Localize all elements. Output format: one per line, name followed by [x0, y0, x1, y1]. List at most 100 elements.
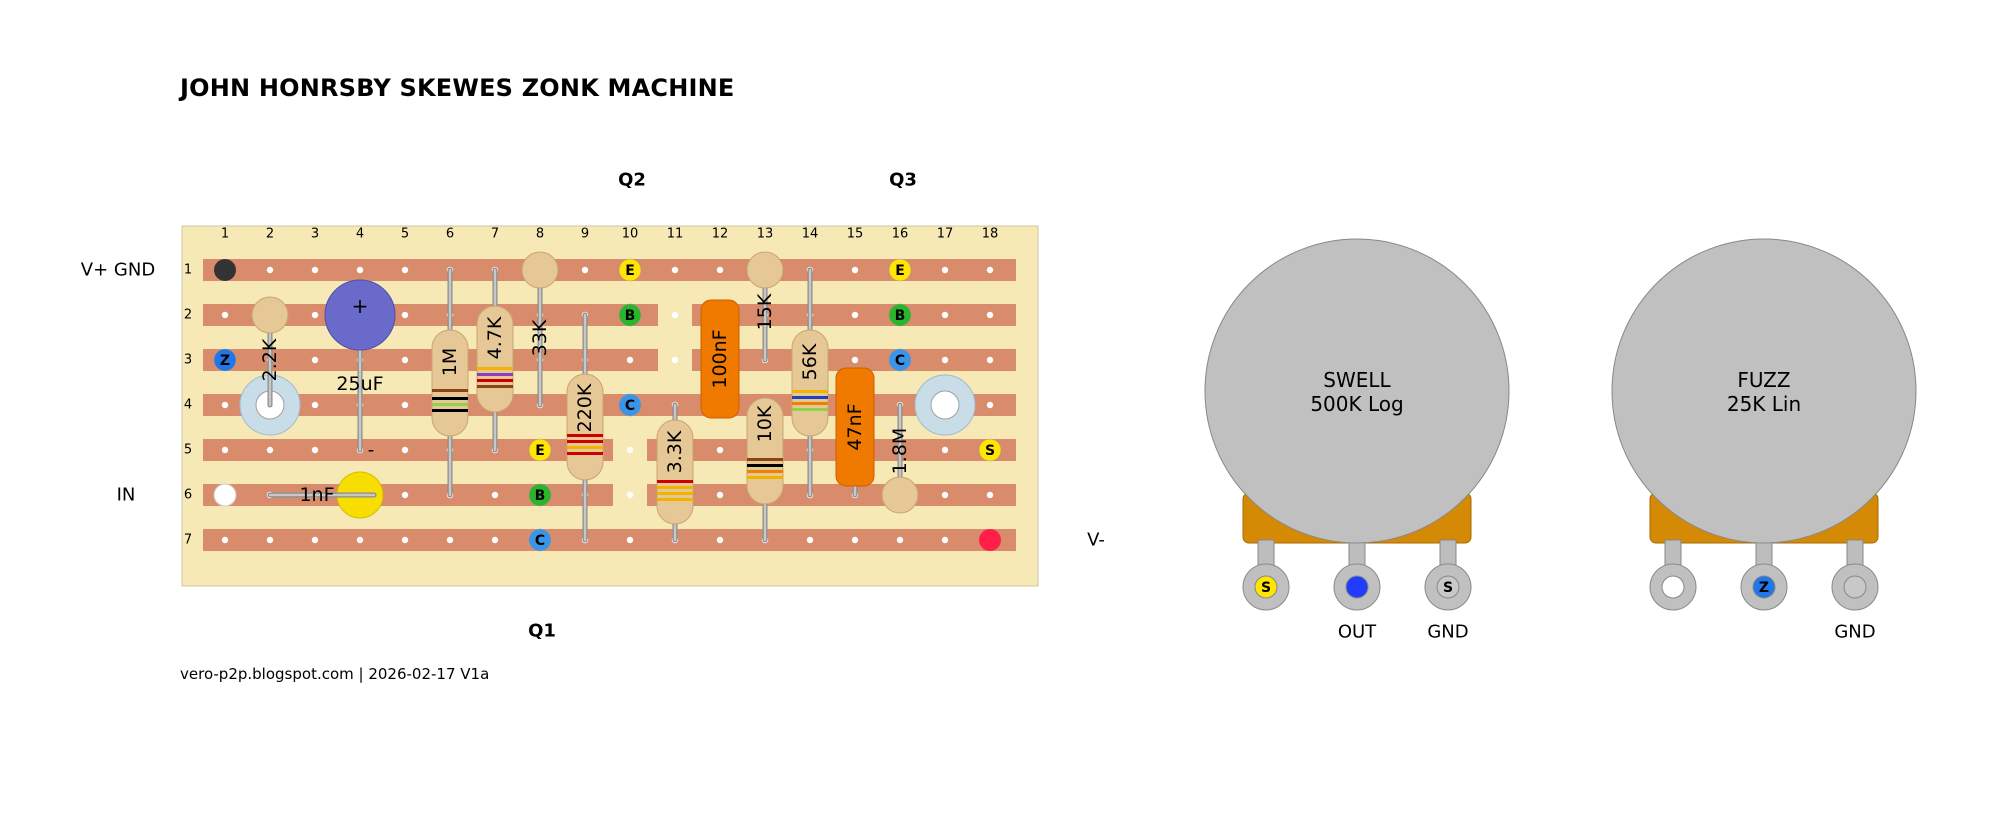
strip-hole — [671, 311, 679, 319]
strip-hole — [221, 536, 229, 544]
film-cap-100nf — [700, 299, 740, 419]
pot-swell-name: SWELL — [1323, 368, 1391, 392]
strip-hole — [401, 311, 409, 319]
strip-hole — [401, 536, 409, 544]
pot-swell-lug-dot-1 — [1254, 575, 1278, 599]
resistor-3k3-band — [657, 486, 693, 489]
pot-swell-body — [1204, 238, 1510, 544]
pot-swell-lug-dot-3 — [1436, 575, 1460, 599]
row-number: 5 — [184, 443, 192, 458]
vminus-label: V- — [1087, 530, 1105, 551]
strip-hole — [311, 311, 319, 319]
cap-minus-sign: - — [368, 440, 375, 461]
strip-hole — [221, 446, 229, 454]
strip-hole — [311, 446, 319, 454]
resistor-33k-label: 33K — [529, 319, 551, 356]
resistor-220k-band — [567, 446, 603, 449]
resistor-1m-band — [432, 409, 468, 412]
copper-strip — [203, 394, 1016, 416]
resistor-1m8-body — [881, 476, 919, 514]
q1-base-pin — [528, 483, 552, 507]
q3-collector-pin — [888, 348, 912, 372]
resistor-4k7-band — [477, 379, 513, 382]
resistor-1m-band — [432, 403, 468, 406]
strip-hole — [986, 311, 994, 319]
q1-base-pin-letter: B — [535, 488, 546, 504]
pot-fuzz-value: 25K Lin — [1727, 392, 1801, 416]
column-number: 12 — [712, 227, 729, 242]
strip-hole — [851, 536, 859, 544]
resistor-56k-band — [792, 408, 828, 411]
resistor-220k-band — [567, 434, 603, 437]
strip-hole — [401, 446, 409, 454]
q1-emitter-pin — [528, 438, 552, 462]
strip-hole — [941, 446, 949, 454]
strip-hole — [671, 356, 679, 364]
resistor-4k7-band — [477, 373, 513, 376]
cap-25uf-label: 25uF — [336, 373, 383, 395]
strip-hole — [581, 266, 589, 274]
row-number: 3 — [184, 353, 192, 368]
resistor-1m-body — [431, 329, 469, 437]
strip-hole — [266, 536, 274, 544]
column-number: 17 — [937, 227, 954, 242]
strip-hole — [311, 536, 319, 544]
q3-emitter-pin-letter: E — [895, 263, 905, 279]
strip-hole — [851, 311, 859, 319]
swell-pot-pin-letter: S — [985, 443, 995, 459]
copper-strip — [203, 529, 1016, 551]
q2-label: Q2 — [618, 170, 646, 191]
q1-emitter-pin-letter: E — [535, 443, 545, 459]
strip-hole — [446, 536, 454, 544]
resistor-10k-band — [747, 458, 783, 461]
zonk-pot-pin — [213, 348, 237, 372]
pot-fuzz-lug-label-3: GND — [1834, 622, 1875, 643]
column-number: 13 — [757, 227, 774, 242]
swell-pot-pin — [978, 438, 1002, 462]
column-number: 15 — [847, 227, 864, 242]
vminus-wire-dot — [979, 529, 1001, 551]
resistor-10k-band — [747, 464, 783, 467]
column-number: 9 — [581, 227, 589, 242]
resistor-4k7-band — [477, 385, 513, 388]
resistor-33k-body — [521, 251, 559, 289]
column-number: 14 — [802, 227, 819, 242]
resistor-15k-body — [746, 251, 784, 289]
strip-hole — [986, 401, 994, 409]
pot-fuzz-lug-letter-2: Z — [1759, 580, 1769, 596]
column-number: 2 — [266, 227, 274, 242]
resistor-4k7-band — [477, 367, 513, 370]
column-number: 3 — [311, 227, 319, 242]
column-number: 5 — [401, 227, 409, 242]
copper-strip — [647, 439, 658, 461]
q2-base-pin — [618, 303, 642, 327]
zonk-pot-pin-letter: Z — [220, 353, 230, 369]
resistor-3k3-band — [657, 492, 693, 495]
vplus-gnd-label: V+ GND — [81, 260, 155, 281]
strip-hole — [941, 266, 949, 274]
q1-collector-pin — [528, 528, 552, 552]
column-number: 11 — [667, 227, 684, 242]
column-number: 16 — [892, 227, 909, 242]
resistor-10k-band — [747, 470, 783, 473]
strip-hole — [986, 266, 994, 274]
strip-hole — [311, 401, 319, 409]
q2-emitter-pin — [618, 258, 642, 282]
resistor-220k-label: 220K — [574, 383, 596, 432]
input-wire-dot — [213, 483, 237, 507]
strip-hole — [356, 266, 364, 274]
row-number: 2 — [184, 308, 192, 323]
resistor-2k2-label: 2.2K — [259, 338, 281, 381]
column-number: 10 — [622, 227, 639, 242]
strip-hole — [986, 491, 994, 499]
mounting-pad-right-hole — [930, 390, 960, 420]
strip-hole — [716, 266, 724, 274]
strip-hole — [851, 266, 859, 274]
resistor-4k7-label: 4.7K — [484, 316, 506, 359]
resistor-1m8-label: 1.8M — [889, 428, 911, 475]
strip-hole — [806, 536, 814, 544]
copper-strip — [203, 349, 658, 371]
strip-hole — [266, 266, 274, 274]
strip-hole — [626, 446, 634, 454]
pot-swell-lug-letter-3: S — [1443, 580, 1453, 596]
